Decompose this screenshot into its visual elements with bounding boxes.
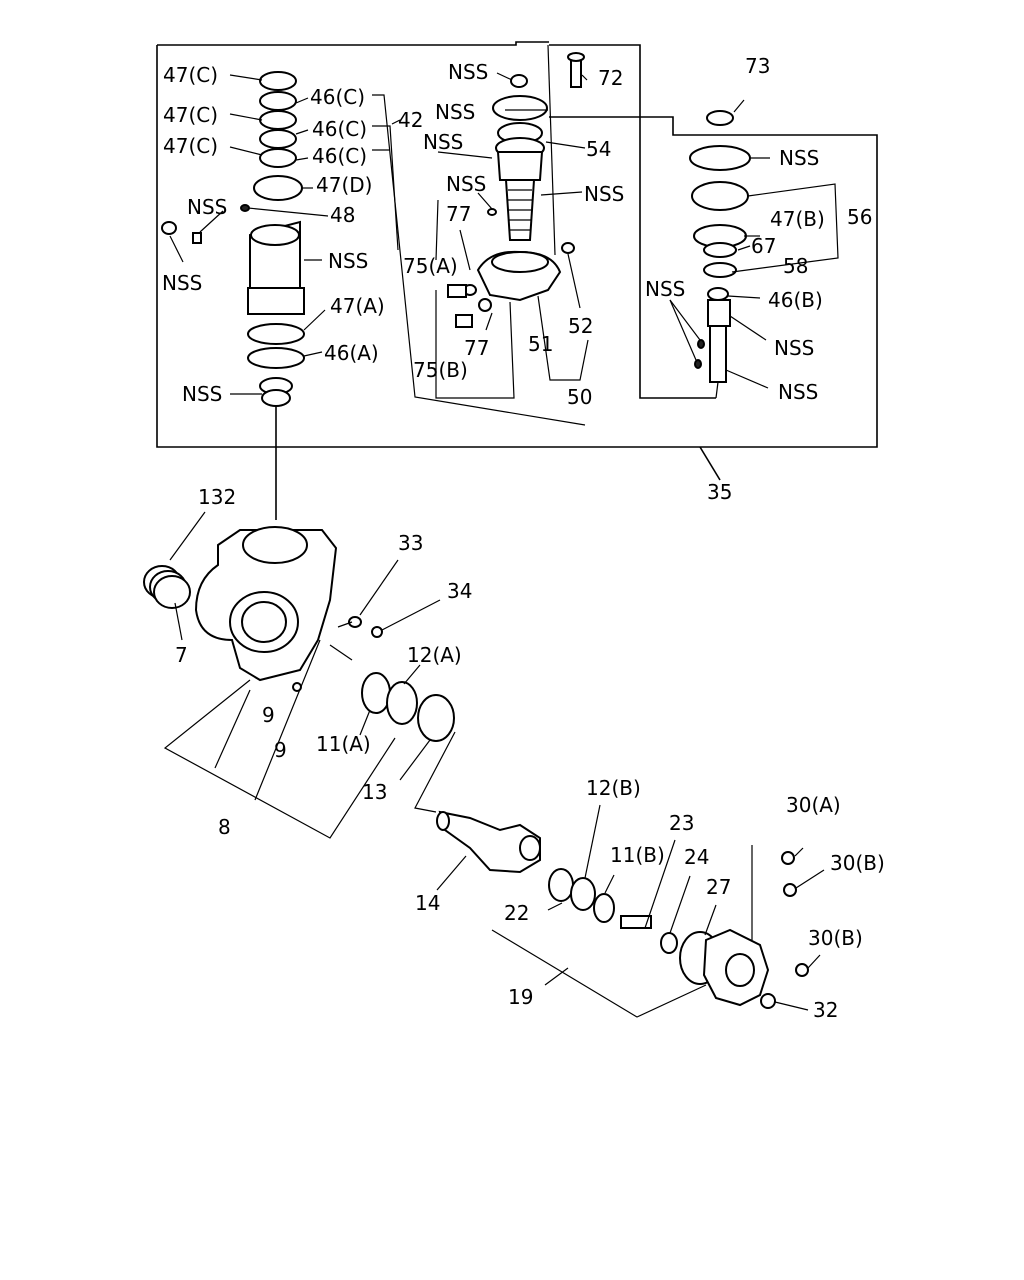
part-labels: 47(C) 47(C) 47(C) 46(C) 46(C) 46(C) 42 4… — [162, 54, 885, 1022]
label-nss-c4: NSS — [446, 172, 486, 196]
label-9-b: 9 — [274, 738, 287, 762]
label-46c-3: 46(C) — [312, 144, 367, 168]
label-12b: 12(B) — [586, 776, 641, 800]
label-77-b: 77 — [464, 336, 489, 360]
label-22: 22 — [504, 901, 529, 925]
label-50: 50 — [567, 385, 592, 409]
label-46b: 46(B) — [768, 288, 823, 312]
label-nss-c5: NSS — [584, 182, 624, 206]
gear-housing — [143, 511, 441, 839]
label-nss-body: NSS — [328, 249, 368, 273]
label-47a: 47(A) — [330, 294, 385, 318]
label-nss-bottom: NSS — [182, 382, 222, 406]
label-19: 19 — [508, 985, 533, 1009]
label-nss-r2: NSS — [645, 277, 685, 301]
label-47c-3: 47(C) — [163, 134, 218, 158]
side-cover-assembly — [669, 99, 839, 399]
label-9-a: 9 — [262, 703, 275, 727]
label-47d: 47(D) — [316, 173, 372, 197]
label-46a: 46(A) — [324, 341, 379, 365]
label-nss-r1: NSS — [779, 146, 819, 170]
label-30b-1: 30(B) — [830, 851, 885, 875]
label-30a: 30(A) — [786, 793, 841, 817]
label-47c-2: 47(C) — [163, 103, 218, 127]
side-cover-lower — [491, 804, 825, 1018]
label-8: 8 — [218, 815, 231, 839]
label-52: 52 — [568, 314, 593, 338]
label-46c-2: 46(C) — [312, 117, 367, 141]
label-47c-1: 47(C) — [163, 63, 218, 87]
label-42: 42 — [398, 108, 423, 132]
label-27: 27 — [706, 875, 731, 899]
label-33: 33 — [398, 531, 423, 555]
label-54: 54 — [586, 137, 611, 161]
valve-body — [230, 220, 326, 520]
label-58: 58 — [783, 254, 808, 278]
label-51: 51 — [528, 332, 553, 356]
label-47b: 47(B) — [770, 207, 825, 231]
assembly-frame-35 — [156, 41, 878, 481]
label-132: 132 — [198, 485, 236, 509]
label-34: 34 — [447, 579, 472, 603]
label-72: 72 — [598, 66, 623, 90]
label-75a: 75(A) — [403, 254, 458, 278]
label-12a: 12(A) — [407, 643, 462, 667]
label-nss-c1: NSS — [448, 60, 488, 84]
label-24: 24 — [684, 845, 709, 869]
label-56: 56 — [847, 205, 872, 229]
label-73: 73 — [745, 54, 770, 78]
label-11b: 11(B) — [610, 843, 665, 867]
label-75b: 75(B) — [413, 358, 468, 382]
leader-lines-42 — [372, 94, 586, 426]
label-13: 13 — [362, 780, 387, 804]
label-67: 67 — [751, 234, 776, 258]
label-35: 35 — [707, 480, 732, 504]
label-14: 14 — [415, 891, 440, 915]
label-11a: 11(A) — [316, 732, 371, 756]
label-nss-tl: NSS — [187, 195, 227, 219]
label-30b-2: 30(B) — [808, 926, 863, 950]
label-32: 32 — [813, 998, 838, 1022]
label-46c-1: 46(C) — [310, 85, 365, 109]
label-nss-r4: NSS — [778, 380, 818, 404]
seal-stack-left — [229, 71, 329, 217]
label-nss-c2: NSS — [435, 100, 475, 124]
small-screw-left — [161, 210, 224, 263]
label-23: 23 — [669, 811, 694, 835]
label-nss-l: NSS — [162, 271, 202, 295]
sector-shaft — [436, 810, 541, 891]
label-77-a: 77 — [446, 202, 471, 226]
label-nss-c3: NSS — [423, 130, 463, 154]
center-valve-assembly — [435, 44, 589, 399]
shaft-rings-left — [359, 664, 456, 813]
label-48: 48 — [330, 203, 355, 227]
label-nss-r3: NSS — [774, 336, 814, 360]
label-7: 7 — [175, 643, 188, 667]
